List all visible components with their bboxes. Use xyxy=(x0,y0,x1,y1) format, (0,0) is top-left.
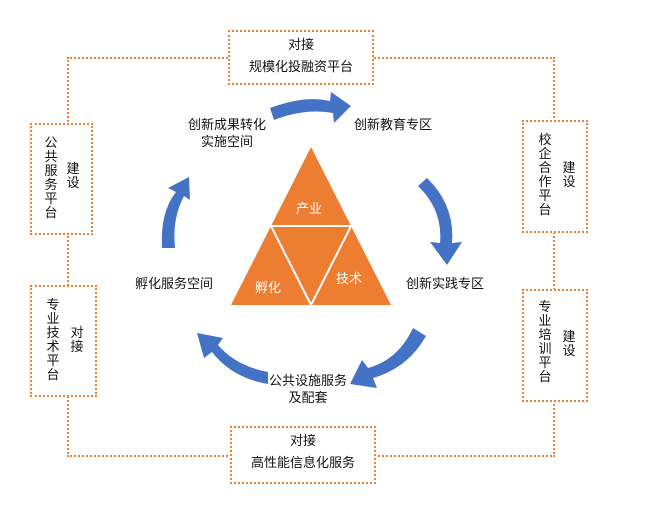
bottom-box-label: 高性能信息化服务 xyxy=(250,456,355,471)
cycle-arrow-bottom-right xyxy=(350,328,426,388)
triangle-divider-left xyxy=(270,225,312,306)
right-top-box-action: 建设 xyxy=(562,161,576,190)
node-incubation: 孵化服务空间 xyxy=(134,277,213,292)
triangle-center xyxy=(271,226,351,305)
cycle-arrow-bottom-left xyxy=(197,333,268,384)
cycle-arrow-top xyxy=(270,92,351,123)
cycle-arrow-left xyxy=(161,177,190,248)
triangle-left xyxy=(231,226,311,305)
triangle-label-top: 产业 xyxy=(296,202,323,217)
node-achievement: 创新成果转化实施空间 xyxy=(187,118,266,150)
right-top-box-label: 校企合作平台 xyxy=(538,133,552,218)
triangle-divider-right xyxy=(310,225,352,306)
bottom-box: 对接 高性能信息化服务 xyxy=(230,426,376,484)
right-bottom-box: 专业培训平台 建设 xyxy=(522,289,588,402)
top-box-action: 对接 xyxy=(287,38,314,53)
triangle-right xyxy=(311,226,391,305)
bottom-box-action: 对接 xyxy=(289,434,316,449)
left-bottom-box-label: 专业技术平台 xyxy=(46,298,60,383)
right-bottom-box-label: 专业培训平台 xyxy=(538,300,552,385)
cycle-arrow-right xyxy=(418,178,462,265)
triangle-top xyxy=(271,147,351,226)
node-practice: 创新实践专区 xyxy=(405,277,484,292)
left-top-box: 公共服务平台 建设 xyxy=(30,123,93,235)
triangle-label-left: 孵化 xyxy=(255,281,282,296)
top-box-label: 规模化投融资平台 xyxy=(248,60,353,75)
left-bottom-box-action: 对接 xyxy=(70,326,84,355)
top-box: 对接 规模化投融资平台 xyxy=(228,30,374,85)
triangle-label-right: 技术 xyxy=(336,272,363,287)
node-public-facilities: 公共设施服务及配套 xyxy=(268,374,347,406)
right-bottom-box-action: 建设 xyxy=(562,330,576,359)
right-top-box: 校企合作平台 建设 xyxy=(522,120,588,233)
node-education: 创新教育专区 xyxy=(353,118,432,133)
left-bottom-box: 专业技术平台 对接 xyxy=(30,285,97,397)
left-top-box-label: 公共服务平台 xyxy=(44,136,58,221)
left-top-box-action: 建设 xyxy=(66,162,80,191)
